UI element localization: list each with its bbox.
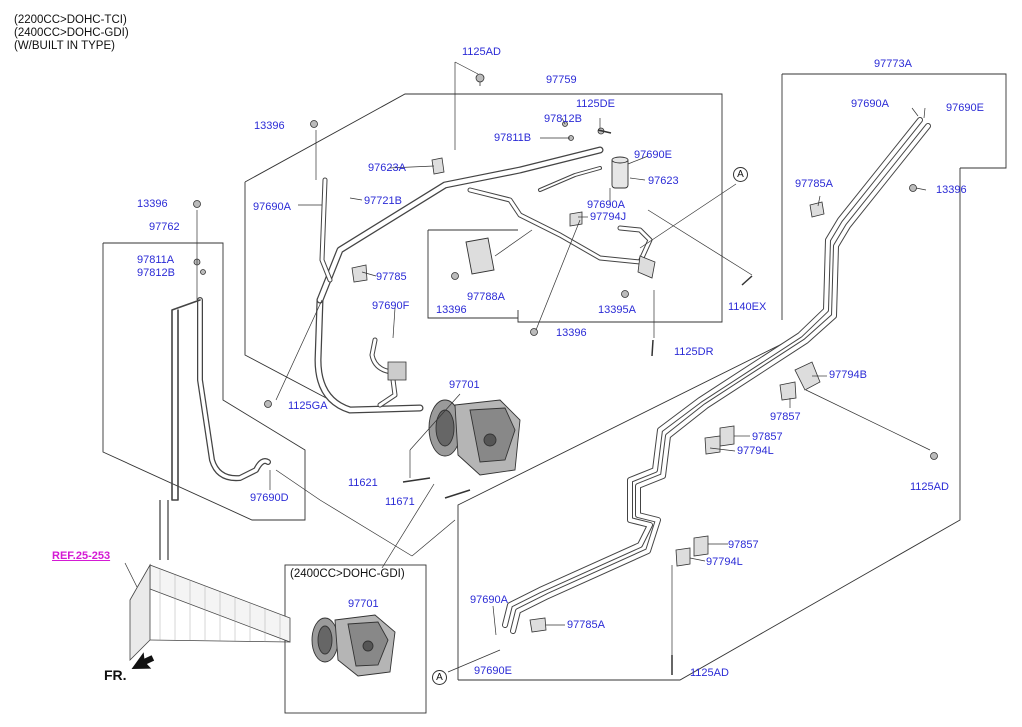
part-label-97785a[interactable]: 97785A	[795, 178, 833, 190]
callout-a-bottom: A	[432, 670, 447, 685]
part-label-97794l[interactable]: 97794L	[737, 445, 774, 457]
part-label-97690e[interactable]: 97690E	[634, 149, 672, 161]
part-label-97785a[interactable]: 97785A	[567, 619, 605, 631]
part-label-1125ad[interactable]: 1125AD	[690, 667, 729, 679]
part-label-97721b[interactable]: 97721B	[364, 195, 402, 207]
part-label-97812b[interactable]: 97812B	[137, 267, 175, 279]
part-label-97794b[interactable]: 97794B	[829, 369, 867, 381]
hose-suction	[314, 296, 424, 414]
compressor-main	[428, 399, 521, 476]
part-label-97690a[interactable]: 97690A	[851, 98, 889, 110]
reference-link[interactable]: REF.25-253	[52, 550, 111, 562]
part-label-97623a[interactable]: 97623A	[368, 162, 406, 174]
compressor-inset	[311, 614, 396, 677]
inset-title: (2400CC>DOHC-GDI)	[290, 568, 405, 580]
part-label-97857[interactable]: 97857	[770, 411, 801, 423]
part-label-97690e[interactable]: 97690E	[474, 665, 512, 677]
part-label-97690f[interactable]: 97690F	[372, 300, 410, 312]
part-label-1125dr[interactable]: 1125DR	[674, 346, 714, 358]
clamp-97857-a	[779, 381, 797, 401]
header-note-1: (2200CC>DOHC-TCI)	[14, 14, 127, 26]
front-arrow-icon	[131, 652, 155, 669]
front-marker: FR.	[104, 667, 127, 683]
part-label-11621[interactable]: 11621	[348, 477, 378, 489]
part-label-97794j[interactable]: 97794J	[590, 211, 627, 223]
group-outline-97759	[244, 93, 723, 323]
part-label-13396[interactable]: 13396	[254, 120, 285, 132]
part-label-97811b[interactable]: 97811B	[494, 132, 532, 144]
part-label-13396[interactable]: 13396	[436, 304, 467, 316]
part-label-13395a[interactable]: 13395A	[598, 304, 636, 316]
part-label-13396[interactable]: 13396	[556, 327, 587, 339]
part-label-97690a[interactable]: 97690A	[587, 199, 625, 211]
group-outline-lower	[457, 334, 801, 680]
part-label-97785[interactable]: 97785	[376, 271, 407, 283]
group-outline-97762	[102, 242, 306, 521]
receiver-97623	[611, 156, 629, 189]
part-label-97759[interactable]: 97759	[546, 74, 577, 86]
group-outline-97788a	[427, 230, 518, 319]
condenser-shape	[129, 500, 291, 661]
header-note-3: (W/BUILT IN TYPE)	[14, 40, 115, 52]
part-label-97690a[interactable]: 97690A	[253, 201, 291, 213]
part-label-13396[interactable]: 13396	[936, 184, 967, 196]
part-label-97794l[interactable]: 97794L	[706, 556, 743, 568]
part-label-1125ad[interactable]: 1125AD	[910, 481, 949, 493]
part-label-97773a[interactable]: 97773A	[874, 58, 912, 70]
callout-a-top: A	[733, 167, 748, 182]
part-label-97788a[interactable]: 97788A	[467, 291, 505, 303]
part-label-97857[interactable]: 97857	[752, 431, 783, 443]
part-label-97690d[interactable]: 97690D	[250, 492, 289, 504]
group-outline-97773a	[782, 73, 1007, 169]
part-label-13396[interactable]: 13396	[137, 198, 168, 210]
part-label-97811a[interactable]: 97811A	[137, 254, 175, 266]
part-label-97857[interactable]: 97857	[728, 539, 759, 551]
part-label-97690e[interactable]: 97690E	[946, 102, 984, 114]
part-label-97623[interactable]: 97623	[648, 175, 679, 187]
clamp-97794b	[794, 361, 821, 391]
part-label-1125ga[interactable]: 1125GA	[288, 400, 328, 412]
part-label-97701-inset[interactable]: 97701	[348, 598, 379, 610]
part-label-11671[interactable]: 11671	[385, 496, 415, 508]
part-label-1140ex[interactable]: 1140EX	[728, 301, 767, 313]
part-label-1125de[interactable]: 1125DE	[576, 98, 615, 110]
part-label-97701[interactable]: 97701	[449, 379, 480, 391]
part-label-97690a[interactable]: 97690A	[470, 594, 508, 606]
bracket-97788a	[465, 237, 495, 275]
part-label-97762[interactable]: 97762	[149, 221, 180, 233]
part-label-97812b[interactable]: 97812B	[544, 113, 582, 125]
header-note-2: (2400CC>DOHC-GDI)	[14, 27, 129, 39]
part-label-1125ad[interactable]: 1125AD	[462, 46, 501, 58]
